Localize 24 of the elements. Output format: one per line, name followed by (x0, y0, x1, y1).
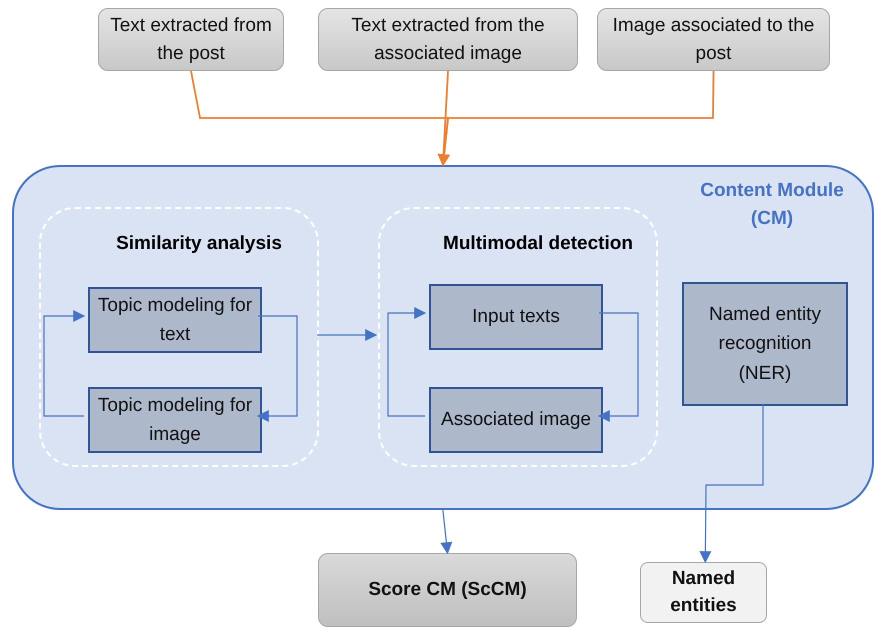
group-panel (378, 207, 658, 467)
arrow (256, 315, 298, 422)
group-heading: Multimodal detection (443, 233, 633, 255)
arrow (43, 310, 86, 417)
group-heading: Similarity analysis (116, 233, 282, 255)
input-box: Image associated to the post (597, 8, 830, 71)
module-panel (12, 165, 874, 510)
arrow (440, 510, 452, 554)
arrow (699, 404, 764, 564)
group-heading: Content Module (CM) (699, 179, 845, 231)
arrow (598, 312, 639, 422)
result-box: Score CM (ScCM) (318, 553, 577, 627)
input-box: Text extracted from the associated image (318, 8, 578, 71)
process-box: Input texts (429, 284, 603, 350)
input-box: Text extracted from the post (98, 8, 284, 71)
arrow (317, 329, 378, 341)
process-box: Topic modeling for text (88, 287, 262, 353)
output-box: Named entities (640, 562, 767, 623)
group-panel (39, 207, 319, 467)
process-box: Topic modeling for image (88, 387, 262, 453)
process-box: Associated image (429, 387, 603, 453)
arrow (438, 71, 714, 166)
arrow (387, 307, 426, 417)
process-box: Named entity recognition (NER) (682, 282, 848, 406)
